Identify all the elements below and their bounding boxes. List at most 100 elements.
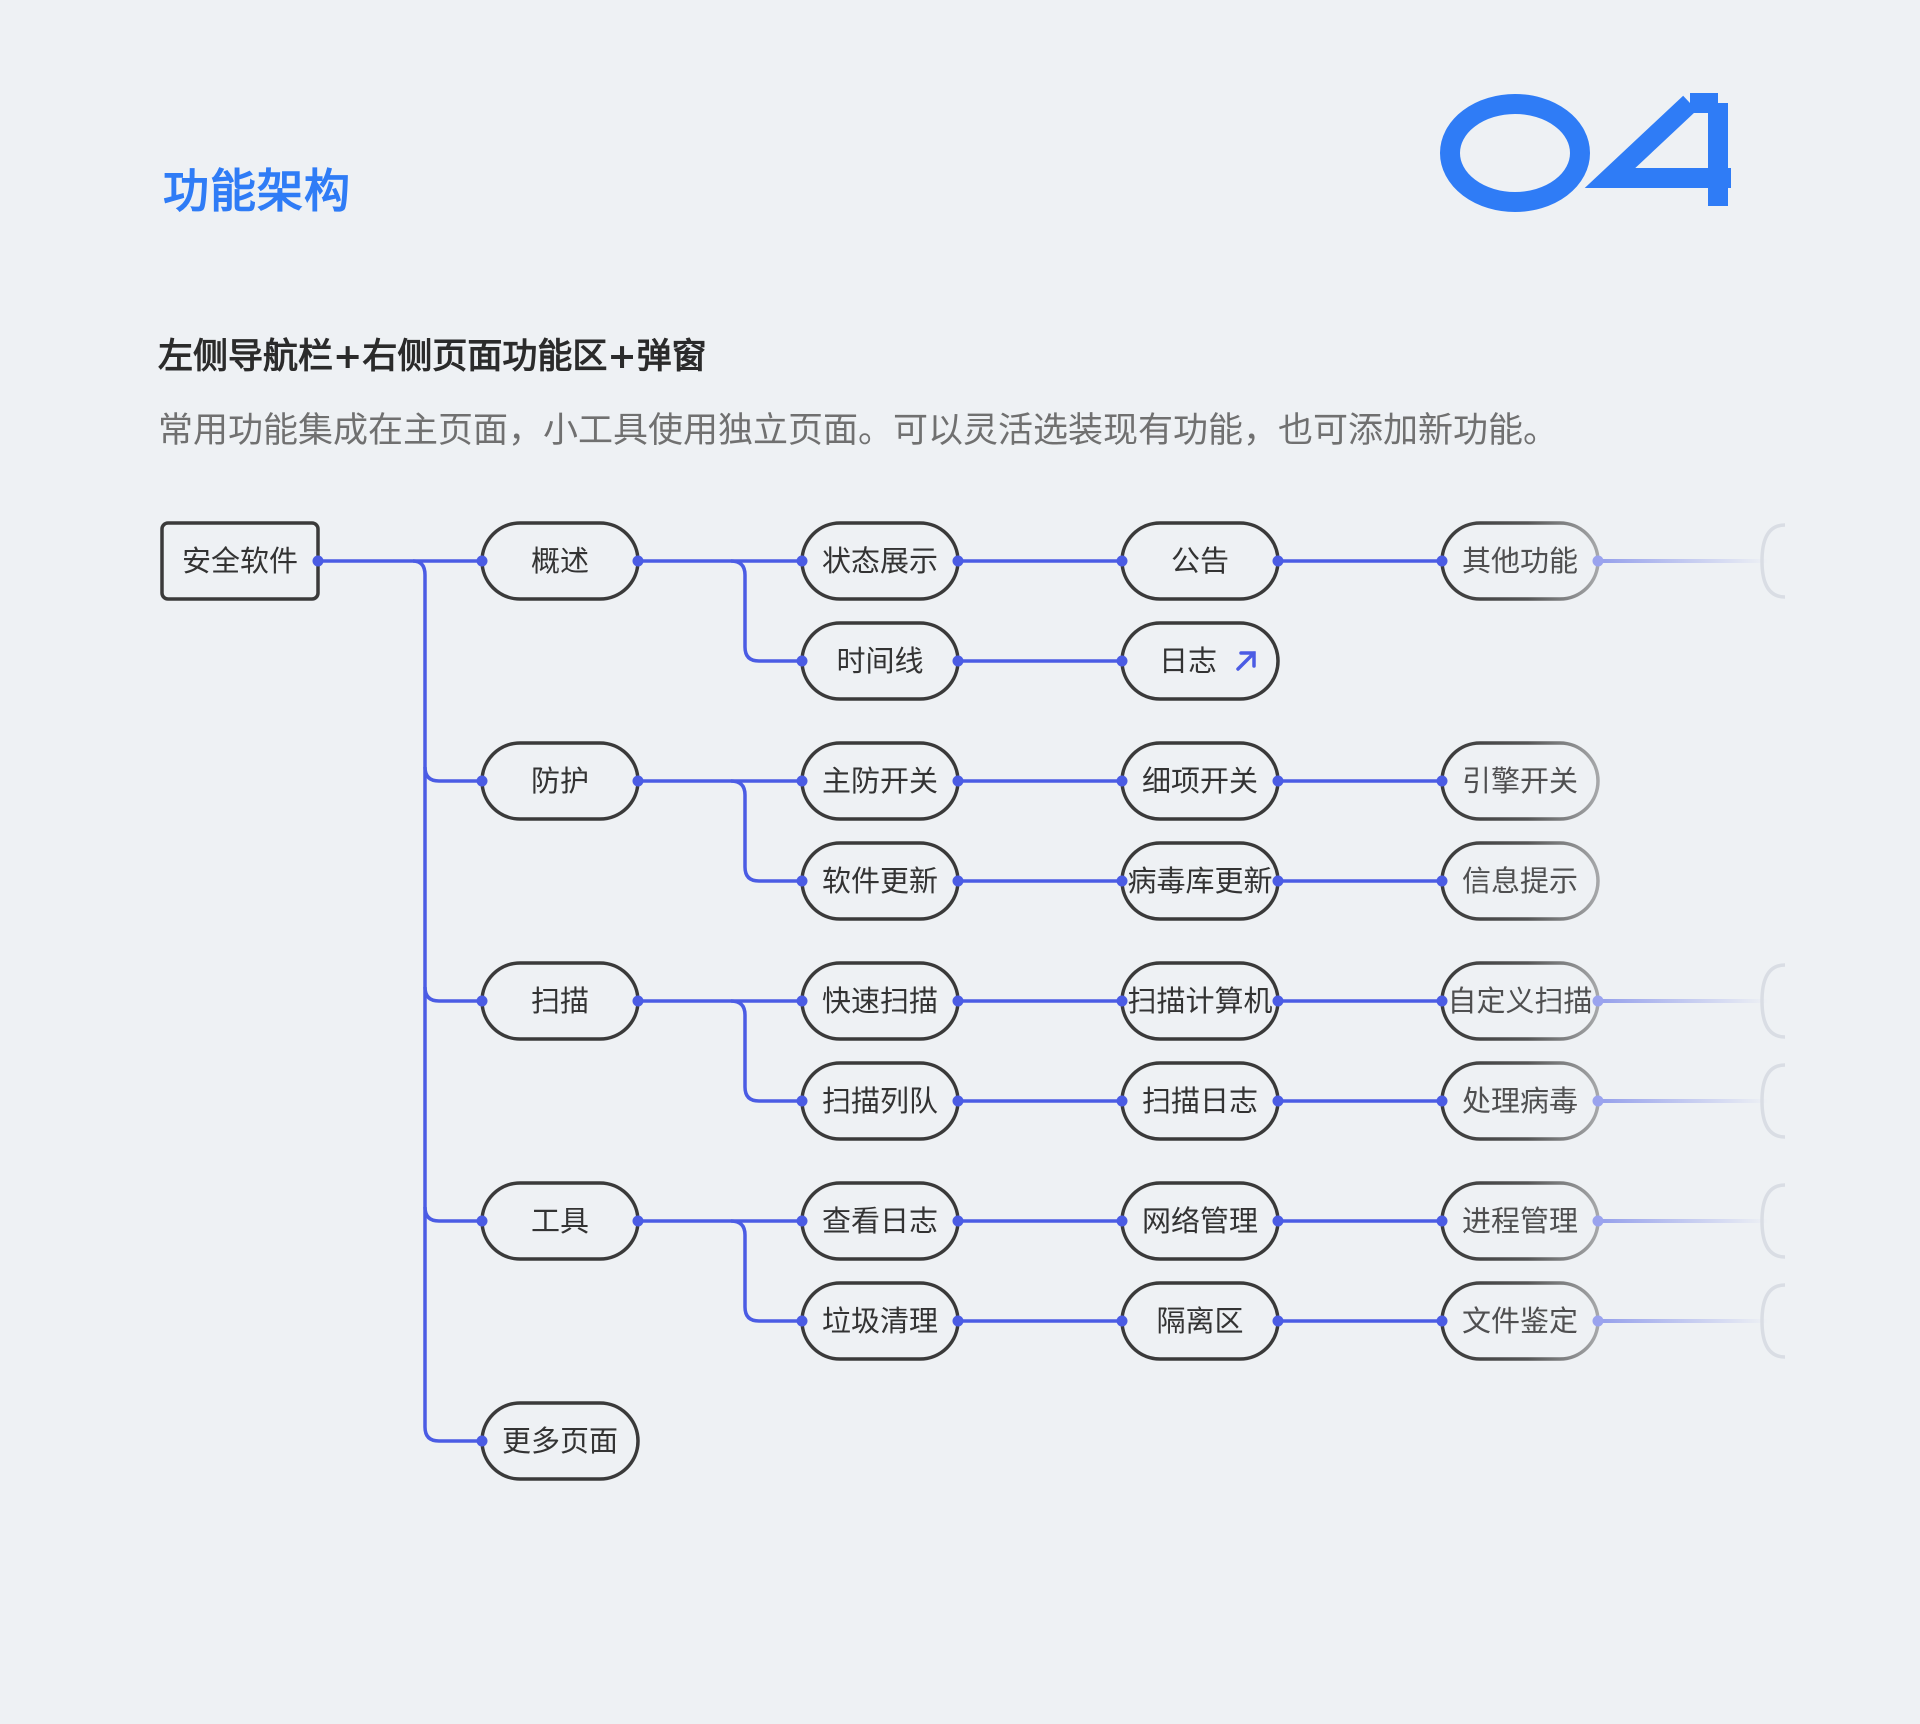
connector-dot — [952, 1215, 964, 1227]
connector-dot — [1272, 1095, 1284, 1107]
node-l3: 扫描日志 — [1120, 1061, 1280, 1141]
node-l4: 文件鉴定 — [1440, 1281, 1600, 1361]
node-l2: 软件更新 — [800, 841, 960, 921]
connector-dot — [632, 995, 644, 1007]
node-label: 防护 — [531, 764, 589, 798]
node-label: 细项开关 — [1142, 764, 1258, 798]
connector-dot — [952, 555, 964, 567]
arrow-up-right-icon — [1236, 651, 1256, 671]
connector-dot — [476, 555, 488, 567]
node-l2: 扫描列队 — [800, 1061, 960, 1141]
node-label: 扫描日志 — [1142, 1084, 1258, 1118]
connector-dot — [632, 775, 644, 787]
connector-dot — [1116, 555, 1128, 567]
connector-dot — [1116, 995, 1128, 1007]
node-label: 隔离区 — [1156, 1304, 1243, 1338]
node-label: 更多页面 — [502, 1424, 618, 1458]
connector-dot — [1116, 775, 1128, 787]
node-label: 软件更新 — [822, 864, 938, 898]
connector-dot — [1116, 1315, 1128, 1327]
connector-dot — [1592, 555, 1604, 567]
node-label: 病毒库更新 — [1127, 864, 1272, 898]
node-label: 主防开关 — [822, 764, 938, 798]
node-l2: 状态展示 — [800, 521, 960, 601]
node-l4: 自定义扫描 — [1440, 961, 1600, 1041]
connector-dot — [796, 875, 808, 887]
connector-dot — [1272, 775, 1284, 787]
connector-dot — [1272, 555, 1284, 567]
node-l4: 其他功能 — [1440, 521, 1600, 601]
continuation-line — [1598, 1099, 1768, 1103]
connector-dot — [632, 555, 644, 567]
node-l3: 隔离区 — [1120, 1281, 1280, 1361]
connector-dot — [1272, 875, 1284, 887]
node-l3: 细项开关 — [1120, 741, 1280, 821]
node-l3: 日志 — [1120, 621, 1280, 701]
node-label: 垃圾清理 — [822, 1304, 938, 1338]
connector-dot — [796, 1315, 808, 1327]
node-l2: 时间线 — [800, 621, 960, 701]
connector-dot — [796, 555, 808, 567]
connector-dot — [1436, 1215, 1448, 1227]
ghost-node — [1760, 523, 1786, 599]
ghost-node — [1760, 1283, 1786, 1359]
node-label: 工具 — [531, 1204, 589, 1238]
node-label: 公告 — [1171, 544, 1229, 578]
connector-dot — [1436, 775, 1448, 787]
node-label: 时间线 — [836, 644, 923, 678]
node-l4: 信息提示 — [1440, 841, 1600, 921]
connector-dot — [476, 995, 488, 1007]
connector-dot — [1592, 1315, 1604, 1327]
connector-dot — [1272, 1315, 1284, 1327]
node-label: 扫描列队 — [822, 1084, 938, 1118]
node-label: 文件鉴定 — [1462, 1304, 1578, 1338]
connector-dot — [796, 775, 808, 787]
connector-dot — [1116, 655, 1128, 667]
section-number-04 — [1440, 93, 1731, 212]
connector-dot — [312, 555, 324, 567]
connector-dot — [1436, 555, 1448, 567]
node-label: 安全软件 — [182, 544, 298, 578]
connector-dot — [952, 655, 964, 667]
connector-dot — [952, 775, 964, 787]
node-l2: 垃圾清理 — [800, 1281, 960, 1361]
connector-dot — [1592, 995, 1604, 1007]
connector-dot — [796, 1215, 808, 1227]
layout-subtitle: 左侧导航栏+右侧页面功能区+弹窗 — [158, 337, 707, 377]
node-l3: 病毒库更新 — [1120, 841, 1280, 921]
node-l3: 公告 — [1120, 521, 1280, 601]
node-label: 扫描计算机 — [1127, 984, 1272, 1018]
connector-dot — [632, 1215, 644, 1227]
node-l4: 处理病毒 — [1440, 1061, 1600, 1141]
node-label: 处理病毒 — [1462, 1084, 1578, 1118]
continuation-line — [1598, 559, 1768, 563]
node-l1: 扫描 — [480, 961, 640, 1041]
node-l1: 概述 — [480, 521, 640, 601]
node-l1: 防护 — [480, 741, 640, 821]
node-l2: 查看日志 — [800, 1181, 960, 1261]
ghost-node — [1760, 1183, 1786, 1259]
node-l2: 主防开关 — [800, 741, 960, 821]
node-root: 安全软件 — [160, 521, 320, 601]
connector-dot — [796, 655, 808, 667]
node-l1: 更多页面 — [480, 1401, 640, 1481]
connector-dot — [1116, 1215, 1128, 1227]
connector-dot — [1116, 1095, 1128, 1107]
connector-dot — [476, 1435, 488, 1447]
node-label: 概述 — [531, 544, 589, 578]
connector-dot — [952, 1315, 964, 1327]
node-l3: 扫描计算机 — [1120, 961, 1280, 1041]
node-label: 日志 — [1159, 644, 1217, 678]
connector-dot — [1436, 995, 1448, 1007]
connector-dot — [1436, 875, 1448, 887]
connector-dot — [1592, 1095, 1604, 1107]
connector-dot — [952, 995, 964, 1007]
node-label: 扫描 — [531, 984, 589, 1018]
connector-dot — [1272, 1215, 1284, 1227]
connector-dot — [1436, 1095, 1448, 1107]
connector-dot — [1592, 1215, 1604, 1227]
node-label: 网络管理 — [1142, 1204, 1258, 1238]
layout-description: 常用功能集成在主页面，小工具使用独立页面。可以灵活选装现有功能，也可添加新功能。 — [158, 411, 1559, 451]
connector-dot — [476, 775, 488, 787]
connector-dot — [1272, 995, 1284, 1007]
